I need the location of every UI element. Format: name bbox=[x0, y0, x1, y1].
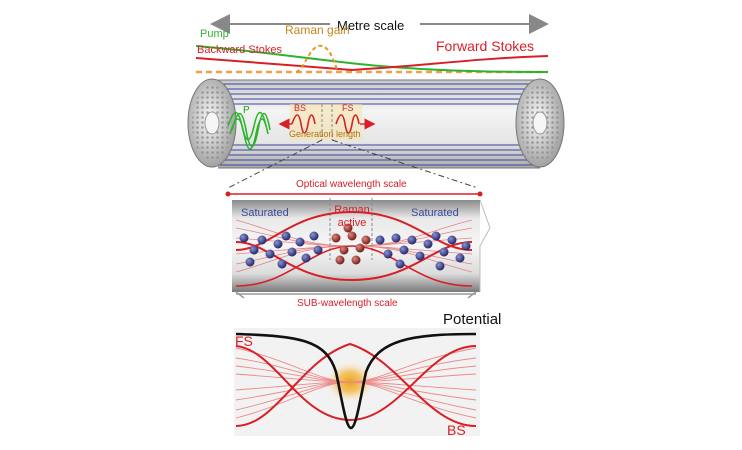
fs-label-bottom: FS bbox=[235, 333, 253, 349]
fs-wave bbox=[335, 114, 360, 134]
signal-curves bbox=[195, 44, 549, 74]
forward-stokes-label: Forward Stokes bbox=[436, 38, 535, 54]
pump-wave-packet bbox=[227, 111, 271, 150]
pump-label: Pump bbox=[200, 28, 229, 40]
generation-region bbox=[278, 104, 376, 140]
zoom-lines bbox=[227, 139, 479, 189]
zoomed-fiber-tube bbox=[232, 198, 491, 292]
metre-scale-label: Metre scale bbox=[337, 18, 405, 33]
saturated-right-label: Saturated bbox=[411, 207, 459, 219]
raman-gain-label: Raman gain bbox=[285, 23, 350, 37]
optical-wavelength-label: Optical wavelength scale bbox=[296, 179, 407, 190]
generation-length-label: Generation length bbox=[289, 129, 361, 139]
molecules-raman-active bbox=[331, 223, 371, 265]
fs-mode-curve bbox=[235, 345, 477, 422]
bs-wave bbox=[291, 114, 316, 134]
bs-label-bottom: BS bbox=[447, 422, 466, 438]
backward-stokes-label: Backward Stokes bbox=[197, 44, 282, 56]
fiber-cylinder bbox=[187, 78, 565, 169]
potential-label: Potential bbox=[443, 311, 502, 328]
fs-label-top: FS bbox=[342, 103, 354, 113]
raman-active-label-line2: active bbox=[337, 217, 367, 229]
fiber-core-lines bbox=[220, 83, 536, 166]
raman-gain-curve bbox=[295, 44, 339, 73]
forward-stokes-curve bbox=[351, 55, 549, 71]
pump-short-label: P bbox=[243, 105, 250, 116]
bs-label-top: BS bbox=[294, 103, 307, 113]
sub-wavelength-label: SUB-wavelength scale bbox=[297, 298, 398, 309]
bs-mode-curve bbox=[235, 342, 477, 427]
potential-panel bbox=[234, 328, 480, 436]
potential-curve bbox=[235, 332, 477, 430]
optical-scale-bar bbox=[225, 191, 483, 197]
molecules-saturated bbox=[239, 231, 471, 271]
backward-stokes-curve bbox=[195, 57, 353, 71]
sub-wavelength-bar bbox=[235, 291, 477, 299]
raman-active-label-line1: Raman bbox=[334, 204, 370, 216]
pump-curve bbox=[195, 45, 549, 73]
saturated-left-label: Saturated bbox=[241, 207, 289, 219]
